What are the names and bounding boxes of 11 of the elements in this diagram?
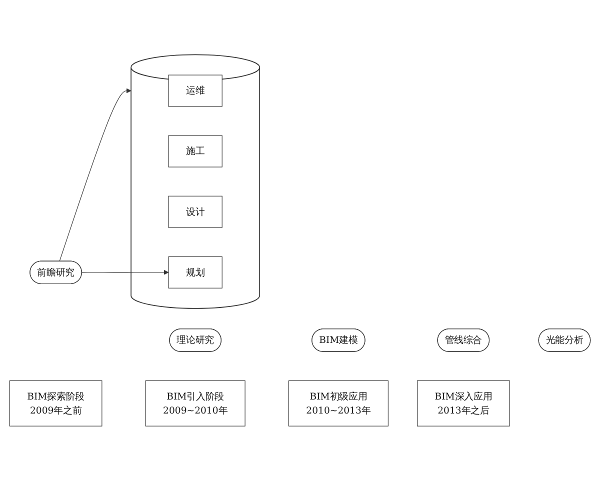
arrow [59, 88, 132, 261]
node-box: 规划 [168, 256, 222, 288]
node-box: 运维 [168, 74, 222, 106]
node-box: 施工 [168, 134, 222, 167]
node-box: BIM引入阶段 2009~2010年 [145, 380, 246, 426]
node-box: BIM探索阶段 2009年之前 [9, 380, 102, 426]
cluster [130, 54, 260, 309]
node-box: BIM初级应用 2010~2013年 [288, 380, 388, 426]
arrow [82, 269, 169, 275]
node-box: BIM深入应用 2013年之后 [417, 380, 510, 426]
node-box: 设计 [168, 195, 222, 228]
